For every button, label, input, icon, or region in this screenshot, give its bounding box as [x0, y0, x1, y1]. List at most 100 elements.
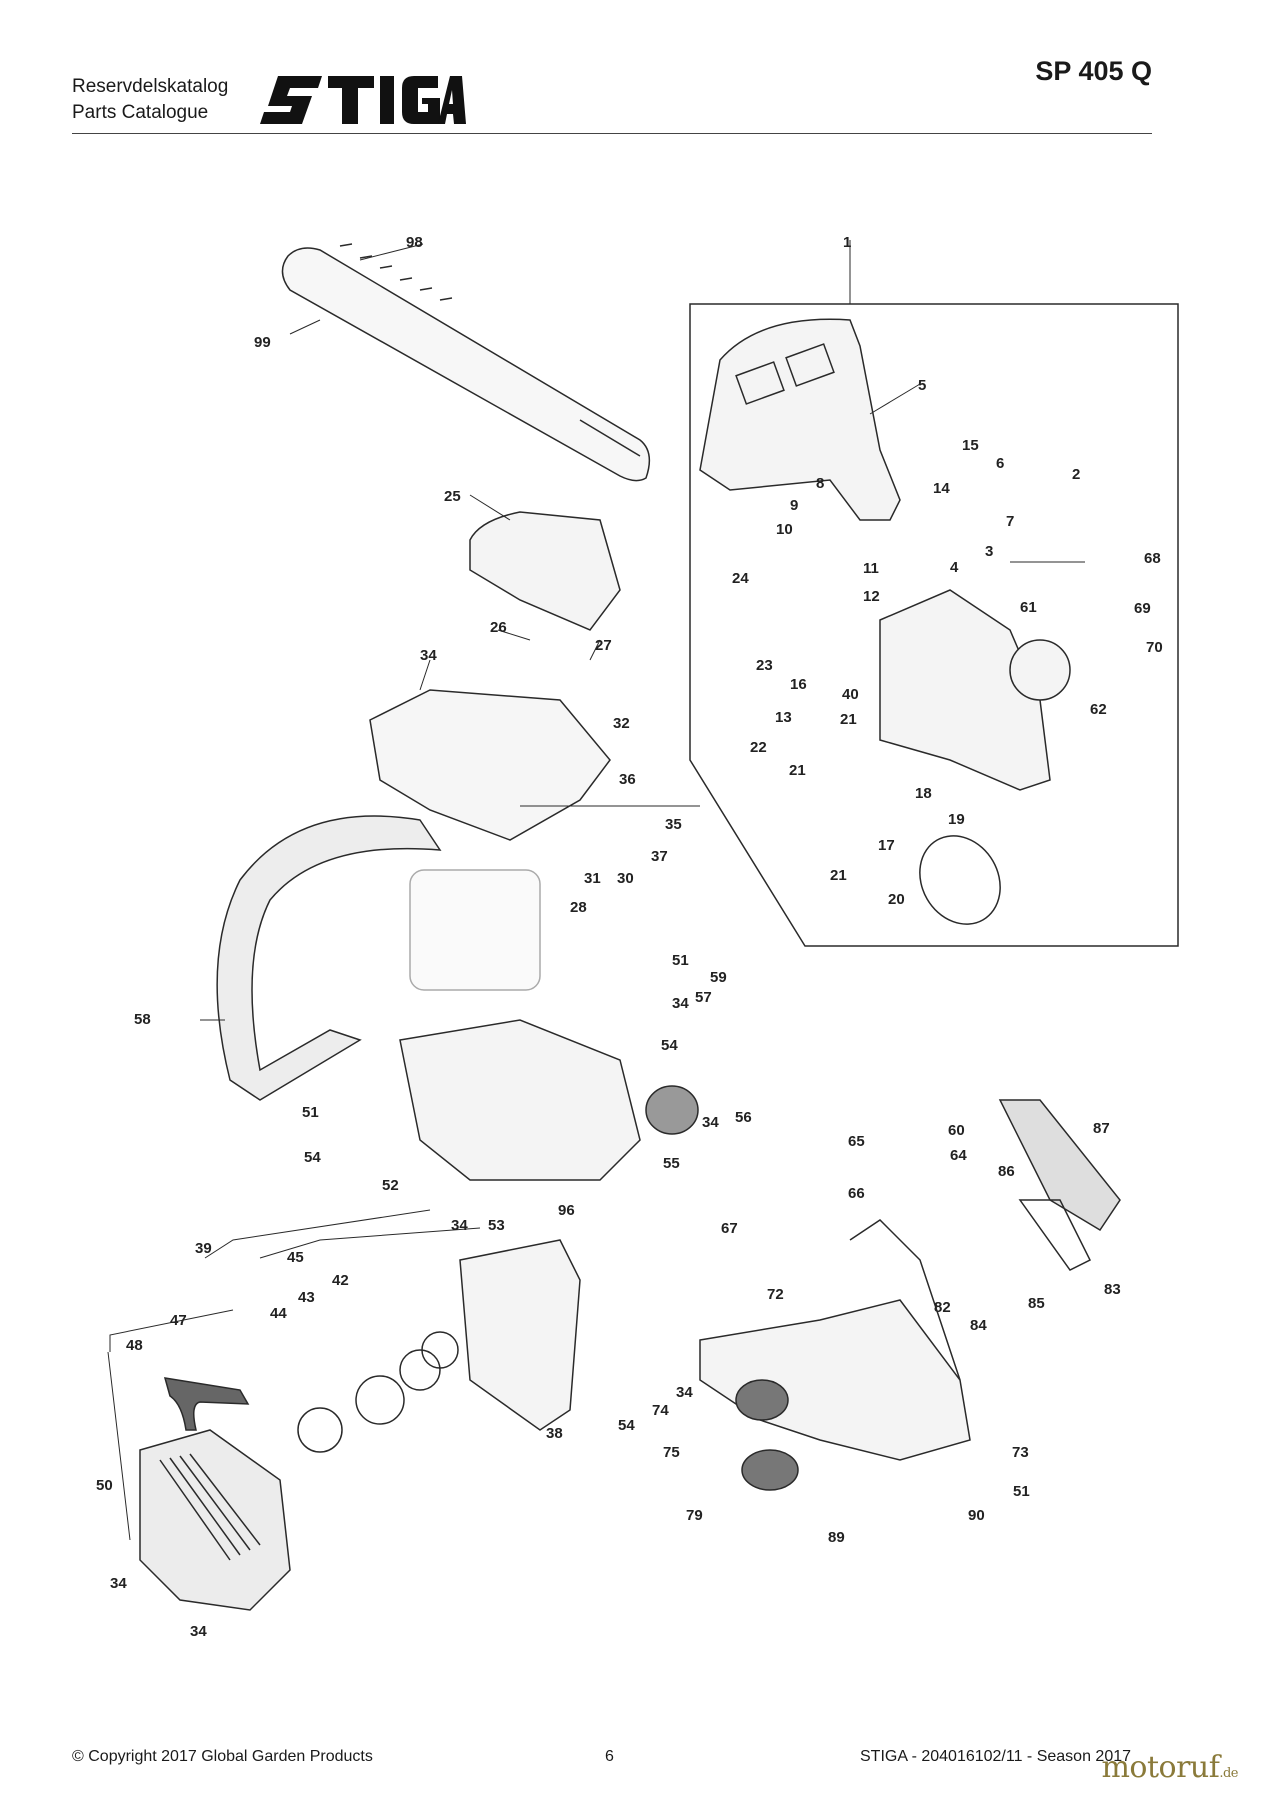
- callout-68: 68: [1144, 550, 1161, 567]
- callout-61: 61: [1020, 599, 1037, 616]
- callout-47: 47: [170, 1312, 187, 1329]
- callout-50: 50: [96, 1477, 113, 1494]
- callout-4: 4: [950, 559, 959, 576]
- callout-34f: 34: [110, 1575, 127, 1592]
- callout-34c: 34: [702, 1114, 719, 1131]
- callout-48: 48: [126, 1337, 143, 1354]
- air-filter-cover: [469, 511, 621, 631]
- callout-43: 43: [298, 1289, 315, 1306]
- callout-89: 89: [828, 1529, 845, 1546]
- watermark: motoruf.de: [1101, 1750, 1238, 1785]
- crankcase: [399, 1019, 641, 1181]
- rear-handle-tank: [699, 1299, 971, 1461]
- callout-52: 52: [382, 1177, 399, 1194]
- callout-12: 12: [863, 588, 880, 605]
- engine-block: [409, 869, 541, 991]
- callout-14: 14: [933, 480, 950, 497]
- clutch-cover: [879, 589, 1051, 791]
- callout-84: 84: [970, 1317, 987, 1334]
- callout-53: 53: [488, 1217, 505, 1234]
- throttle-trigger: [1018, 1199, 1092, 1271]
- catalog-title-swedish: Reservdelskatalog: [72, 76, 229, 97]
- callout-9: 9: [790, 497, 798, 514]
- callout-85: 85: [1028, 1295, 1045, 1312]
- top-cover: [369, 689, 611, 841]
- callout-15: 15: [962, 437, 979, 454]
- assembly-1-box: [689, 303, 1179, 947]
- callout-72: 72: [767, 1286, 784, 1303]
- watermark-name: motoruf: [1101, 1750, 1220, 1785]
- callout-16: 16: [790, 676, 807, 693]
- callout-99: 99: [254, 334, 271, 351]
- callout-34b: 34: [672, 995, 689, 1012]
- callout-60: 60: [948, 1122, 965, 1139]
- callout-28: 28: [570, 899, 587, 916]
- callout-40: 40: [842, 686, 859, 703]
- anti-vibration-buffer: [645, 1085, 699, 1135]
- callout-21c: 21: [830, 867, 847, 884]
- callout-73: 73: [1012, 1444, 1029, 1461]
- page-number: 6: [605, 1748, 614, 1765]
- callout-25: 25: [444, 488, 461, 505]
- callout-13: 13: [775, 709, 792, 726]
- fuel-cap: [741, 1449, 799, 1491]
- callout-87: 87: [1093, 1120, 1110, 1137]
- callout-67: 67: [721, 1220, 738, 1237]
- callout-45: 45: [287, 1249, 304, 1266]
- callout-31: 31: [584, 870, 601, 887]
- callout-20: 20: [888, 891, 905, 908]
- catalog-title-english: Parts Catalogue: [72, 102, 209, 123]
- callout-39: 39: [195, 1240, 212, 1257]
- callout-54b: 54: [304, 1149, 321, 1166]
- callout-62: 62: [1090, 701, 1107, 718]
- callout-26: 26: [490, 619, 507, 636]
- callout-34d: 34: [451, 1217, 468, 1234]
- watermark-tld: .de: [1219, 1766, 1238, 1781]
- callout-57: 57: [695, 989, 712, 1006]
- callout-27: 27: [595, 637, 612, 654]
- callout-64: 64: [950, 1147, 967, 1164]
- throttle-handle-cover: [998, 1099, 1121, 1232]
- callout-44: 44: [270, 1305, 287, 1322]
- chain-brake-guard: [699, 318, 901, 521]
- model-number: SP 405 Q: [1035, 56, 1152, 86]
- callout-66: 66: [848, 1185, 865, 1202]
- callout-8: 8: [816, 475, 824, 492]
- callout-83: 83: [1104, 1281, 1121, 1298]
- callout-21a: 21: [840, 711, 857, 728]
- callout-18: 18: [915, 785, 932, 802]
- footer-copyright: © Copyright 2017 Global Garden Products: [72, 1748, 373, 1765]
- callout-38: 38: [546, 1425, 563, 1442]
- callout-58: 58: [134, 1011, 151, 1028]
- callout-51c: 51: [1013, 1483, 1030, 1500]
- callout-82: 82: [934, 1299, 951, 1316]
- callout-79: 79: [686, 1507, 703, 1524]
- callout-96: 96: [558, 1202, 575, 1219]
- callout-90: 90: [968, 1507, 985, 1524]
- callout-34g: 34: [190, 1623, 207, 1640]
- callout-42: 42: [332, 1272, 349, 1289]
- callout-54c: 54: [618, 1417, 635, 1434]
- callout-98: 98: [406, 234, 423, 251]
- front-handle: [216, 815, 442, 1101]
- callout-23: 23: [756, 657, 773, 674]
- brake-band: [919, 835, 1001, 925]
- callout-86: 86: [998, 1163, 1015, 1180]
- callout-34a: 34: [420, 647, 437, 664]
- callout-37: 37: [651, 848, 668, 865]
- callout-30: 30: [617, 870, 634, 887]
- callout-65: 65: [848, 1133, 865, 1150]
- callout-24: 24: [732, 570, 749, 587]
- callout-54a: 54: [661, 1037, 678, 1054]
- callout-34e: 34: [676, 1384, 693, 1401]
- callout-36: 36: [619, 771, 636, 788]
- callout-59: 59: [710, 969, 727, 986]
- callout-3: 3: [985, 543, 993, 560]
- callout-32: 32: [613, 715, 630, 732]
- callout-22: 22: [750, 739, 767, 756]
- starter-grip: [163, 1377, 250, 1431]
- callout-19: 19: [948, 811, 965, 828]
- callout-labels: 1 2 3 4 5 6 7 8 9 10 11 12 13 14 15 16 1…: [96, 234, 1163, 1640]
- guide-bar: [281, 247, 651, 482]
